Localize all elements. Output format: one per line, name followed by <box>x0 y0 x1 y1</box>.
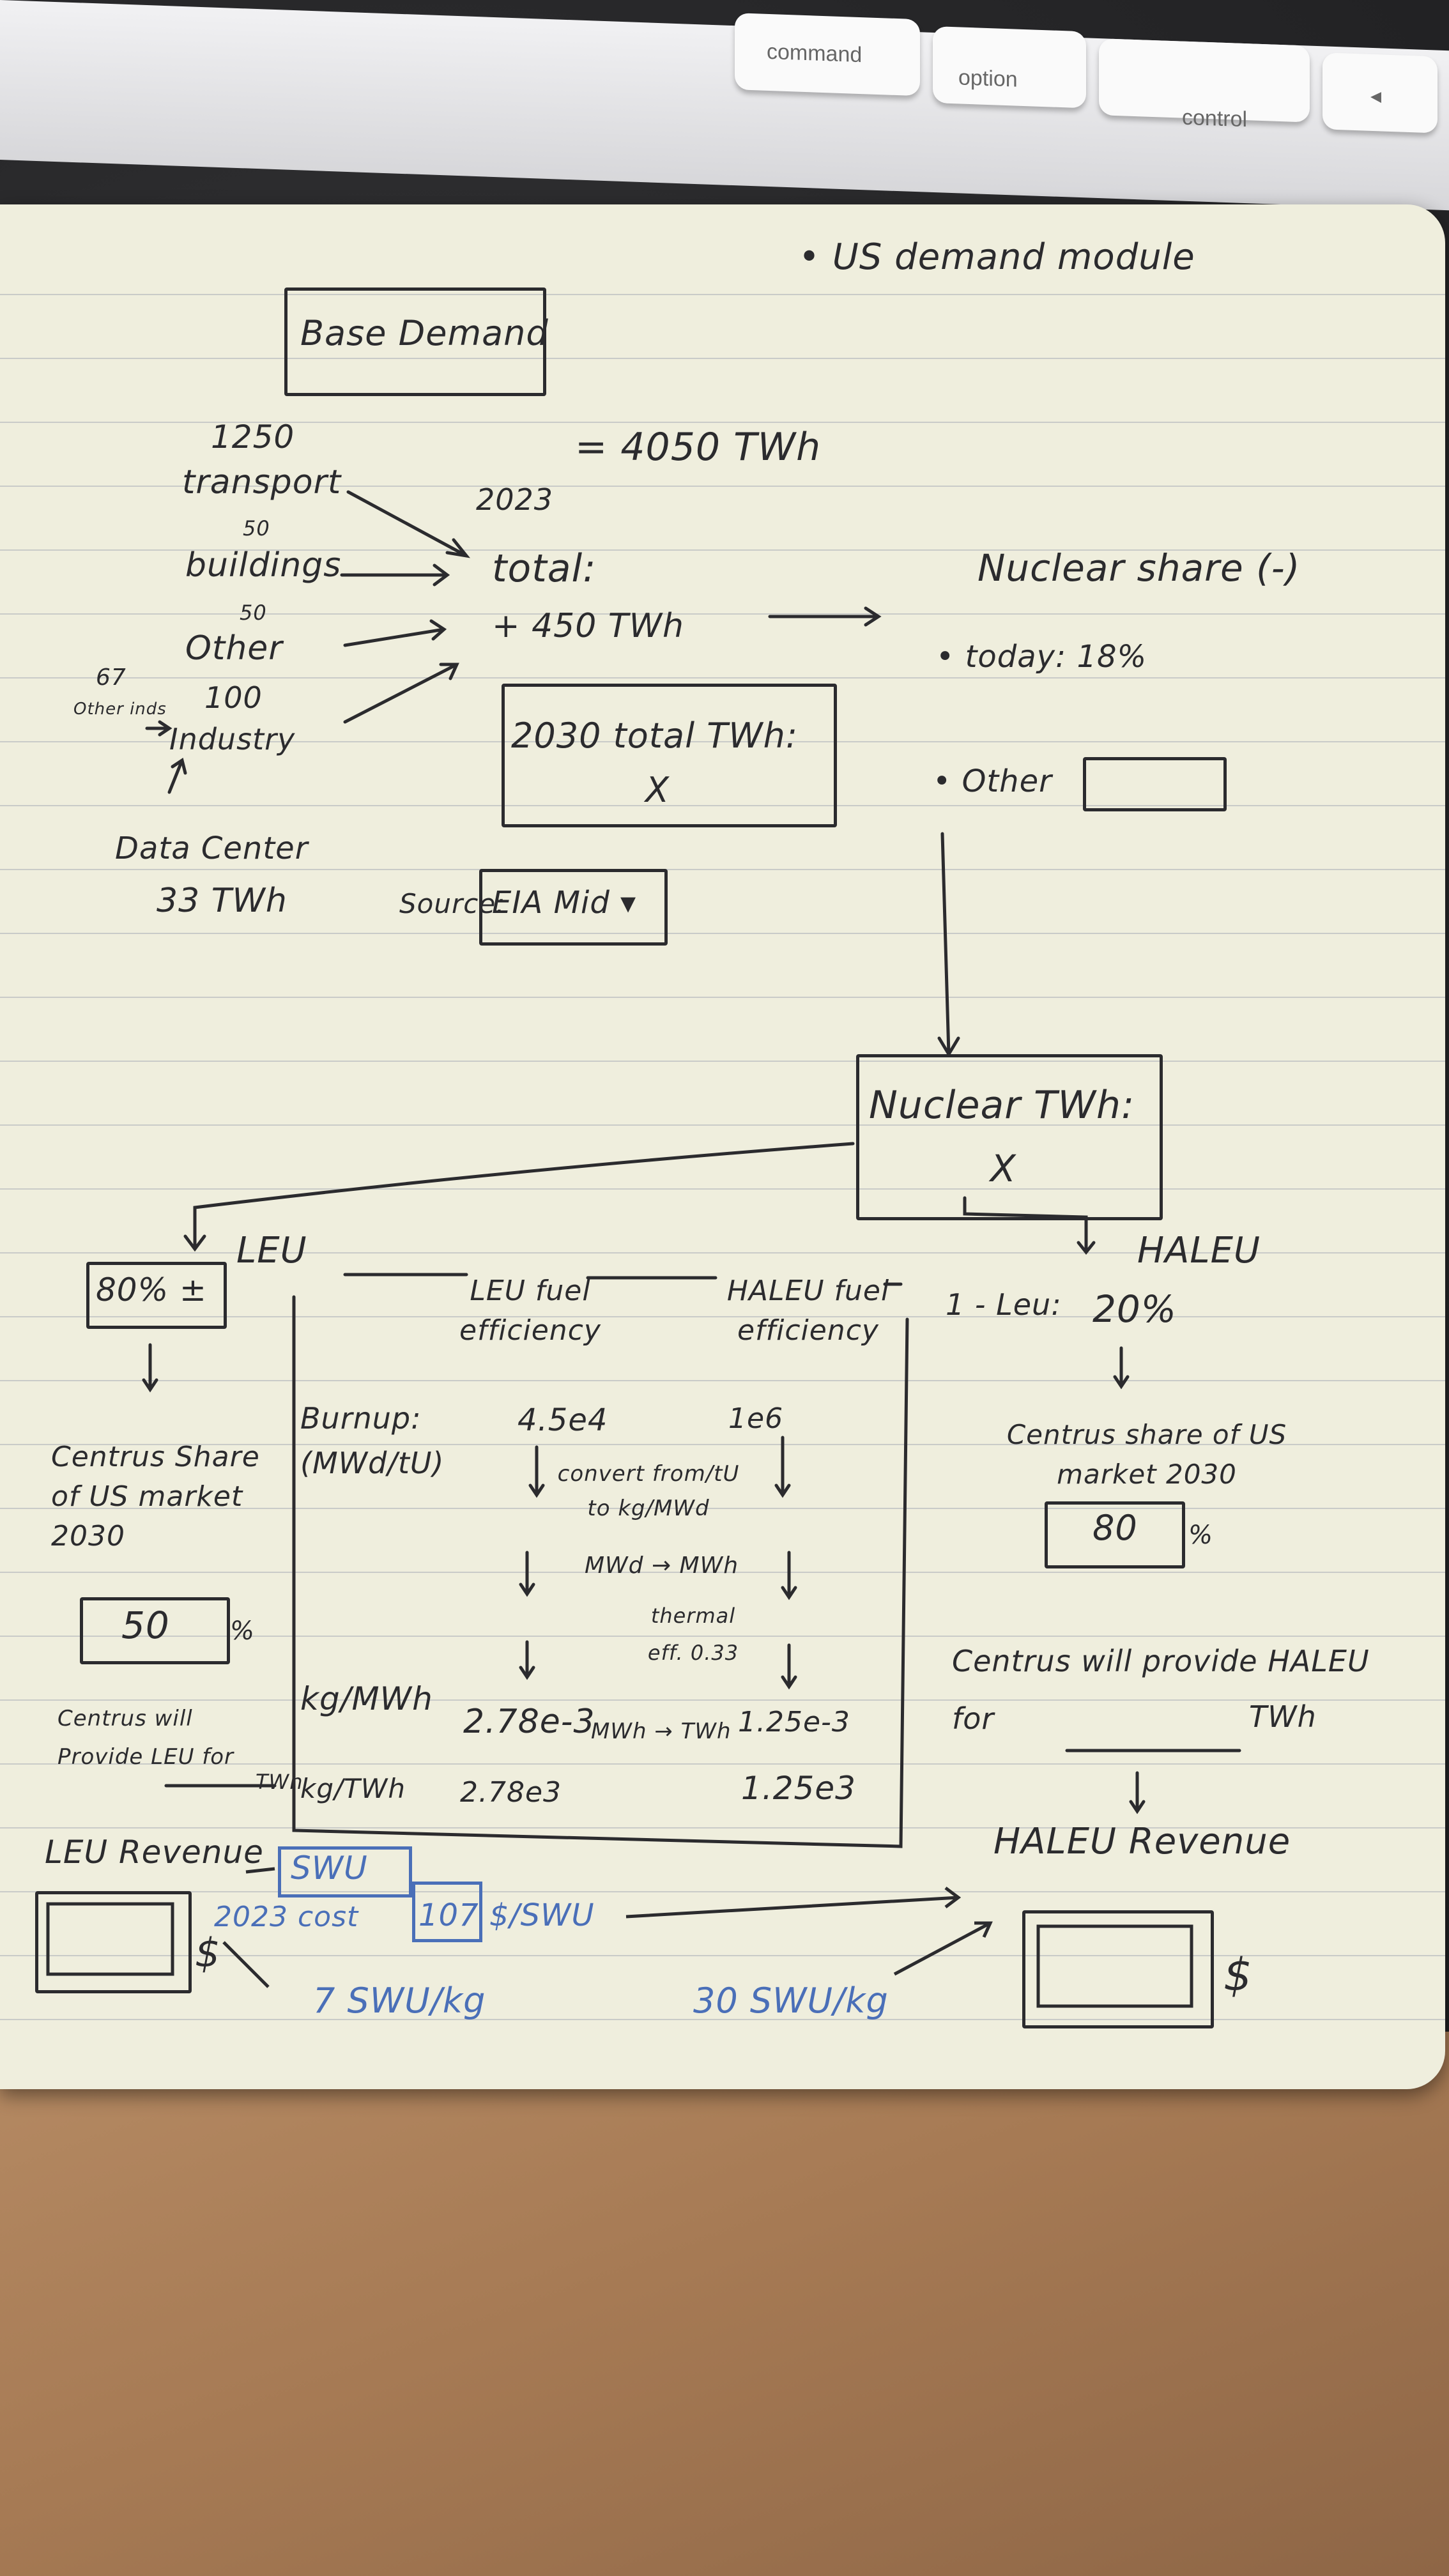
step-mwh-twh: MWh → TWh <box>591 1719 732 1744</box>
notebook-page <box>0 204 1445 2089</box>
swu-price-box[interactable] <box>412 1882 482 1942</box>
nuclear-twh-label: Nuclear TWh: <box>869 1083 1135 1128</box>
leu-centrus-input[interactable] <box>80 1597 230 1664</box>
leu-centrus-value: 50 <box>121 1604 170 1647</box>
swu-label: SWU <box>291 1850 368 1887</box>
haleu-pct: % <box>1188 1521 1214 1550</box>
leu-kg-mwh: 2.78e-3 <box>463 1703 595 1741</box>
leu-revenue: LEU Revenue <box>45 1834 264 1871</box>
base-demand-title: Base Demand <box>300 313 549 353</box>
industry-label: Industry <box>169 722 296 756</box>
nuclear-today: • today: 18% <box>936 639 1147 675</box>
leu-share-box[interactable] <box>86 1262 227 1329</box>
col-haleu-header: HALEU fuel efficiency <box>726 1275 890 1347</box>
haleu-centrus-share: Centrus share of US market 2030 <box>1006 1419 1287 1490</box>
haleu-share-label: 1 - Leu: <box>946 1287 1062 1322</box>
transport-value: 1250 <box>211 418 295 456</box>
swu-price: 107 $/SWU <box>418 1897 595 1933</box>
nuclear-twh-box[interactable] <box>856 1054 1163 1220</box>
industry-value: 100 <box>204 680 263 715</box>
haleu-provide: Centrus will provide HALEU for <box>952 1644 1370 1736</box>
leu-kg-twh: 2.78e3 <box>460 1776 562 1809</box>
other-inds-label: Other inds <box>73 700 167 719</box>
data-center-value: 33 TWh <box>157 882 288 920</box>
source-label: Source: <box>399 888 506 919</box>
haleu-twh: TWh <box>1249 1699 1317 1734</box>
nuclear-twh-value: X <box>990 1147 1016 1190</box>
leu-dollar: $ <box>195 1929 221 1976</box>
nuclear-other: • Other <box>933 763 1052 799</box>
leu-centrus-share: Centrus Share of US market 2030 <box>51 1441 260 1552</box>
step-convert: convert from/tU to kg/MWd <box>557 1461 740 1521</box>
leu-burnup: 4.5e4 <box>518 1402 608 1438</box>
wooden-desk <box>0 2032 1449 2576</box>
leu-share: 80% ± <box>96 1271 207 1308</box>
leu-provide: Centrus will Provide LEU for <box>57 1706 234 1770</box>
haleu-dollar: $ <box>1223 1949 1253 2001</box>
buildings-value: 50 <box>243 516 270 540</box>
step-thermal-eff: thermal eff. 0.33 <box>647 1604 739 1665</box>
kg-mwh-label: kg/MWh <box>300 1680 433 1717</box>
haleu-revenue-output <box>1022 1910 1214 2028</box>
source-dropdown-value: EIA Mid ▾ <box>492 885 637 921</box>
leu-swu-per-kg: 7 SWU/kg <box>313 1981 486 2021</box>
other-inds-value: 67 <box>96 664 126 691</box>
leu-title: LEU <box>236 1230 307 1271</box>
today-equation: = 4050 TWh <box>575 425 822 470</box>
nuclear-other-input[interactable] <box>1083 757 1227 811</box>
burnup-label: Burnup: (MWd/tU) <box>300 1401 445 1480</box>
haleu-kg-mwh: 1.25e-3 <box>738 1706 850 1738</box>
total-label: total: <box>492 546 597 591</box>
total-2030-box[interactable] <box>502 684 837 827</box>
nuclear-share-title: Nuclear share (-) <box>977 546 1301 590</box>
total-delta: + 450 TWh <box>492 607 685 645</box>
haleu-centrus-input[interactable] <box>1045 1501 1185 1568</box>
leu-revenue-output <box>35 1891 192 1993</box>
swu-box <box>278 1846 412 1897</box>
haleu-centrus-value: 80 <box>1092 1508 1138 1548</box>
haleu-revenue: HALEU Revenue <box>993 1821 1291 1862</box>
base-demand-box <box>284 288 546 396</box>
total-2030-value: X <box>645 770 670 810</box>
haleu-share-value: 20% <box>1092 1287 1177 1331</box>
haleu-title: HALEU <box>1137 1230 1261 1271</box>
today-year: 2023 <box>476 482 554 517</box>
swu-year-cost: 2023 cost <box>214 1901 359 1933</box>
buildings-label: buildings <box>185 546 342 585</box>
col-leu-header: LEU fuel efficiency <box>459 1275 601 1347</box>
source-dropdown[interactable] <box>479 869 668 946</box>
other-value: 50 <box>240 601 267 625</box>
total-2030-label: 2030 total TWh: <box>511 716 799 756</box>
haleu-kg-twh: 1.25e3 <box>741 1770 856 1807</box>
haleu-swu-per-kg: 30 SWU/kg <box>693 1981 889 2021</box>
haleu-burnup: 1e6 <box>728 1402 784 1435</box>
step-mwd-mwh: MWd → MWh <box>585 1552 739 1579</box>
module-header: • US demand module <box>799 236 1195 278</box>
kg-twh-label: kg/TWh <box>300 1773 406 1804</box>
other-label: Other <box>185 629 283 668</box>
transport-label: transport <box>182 463 342 502</box>
data-center-label: Data Center <box>115 831 309 866</box>
leu-pct: % <box>230 1616 256 1646</box>
